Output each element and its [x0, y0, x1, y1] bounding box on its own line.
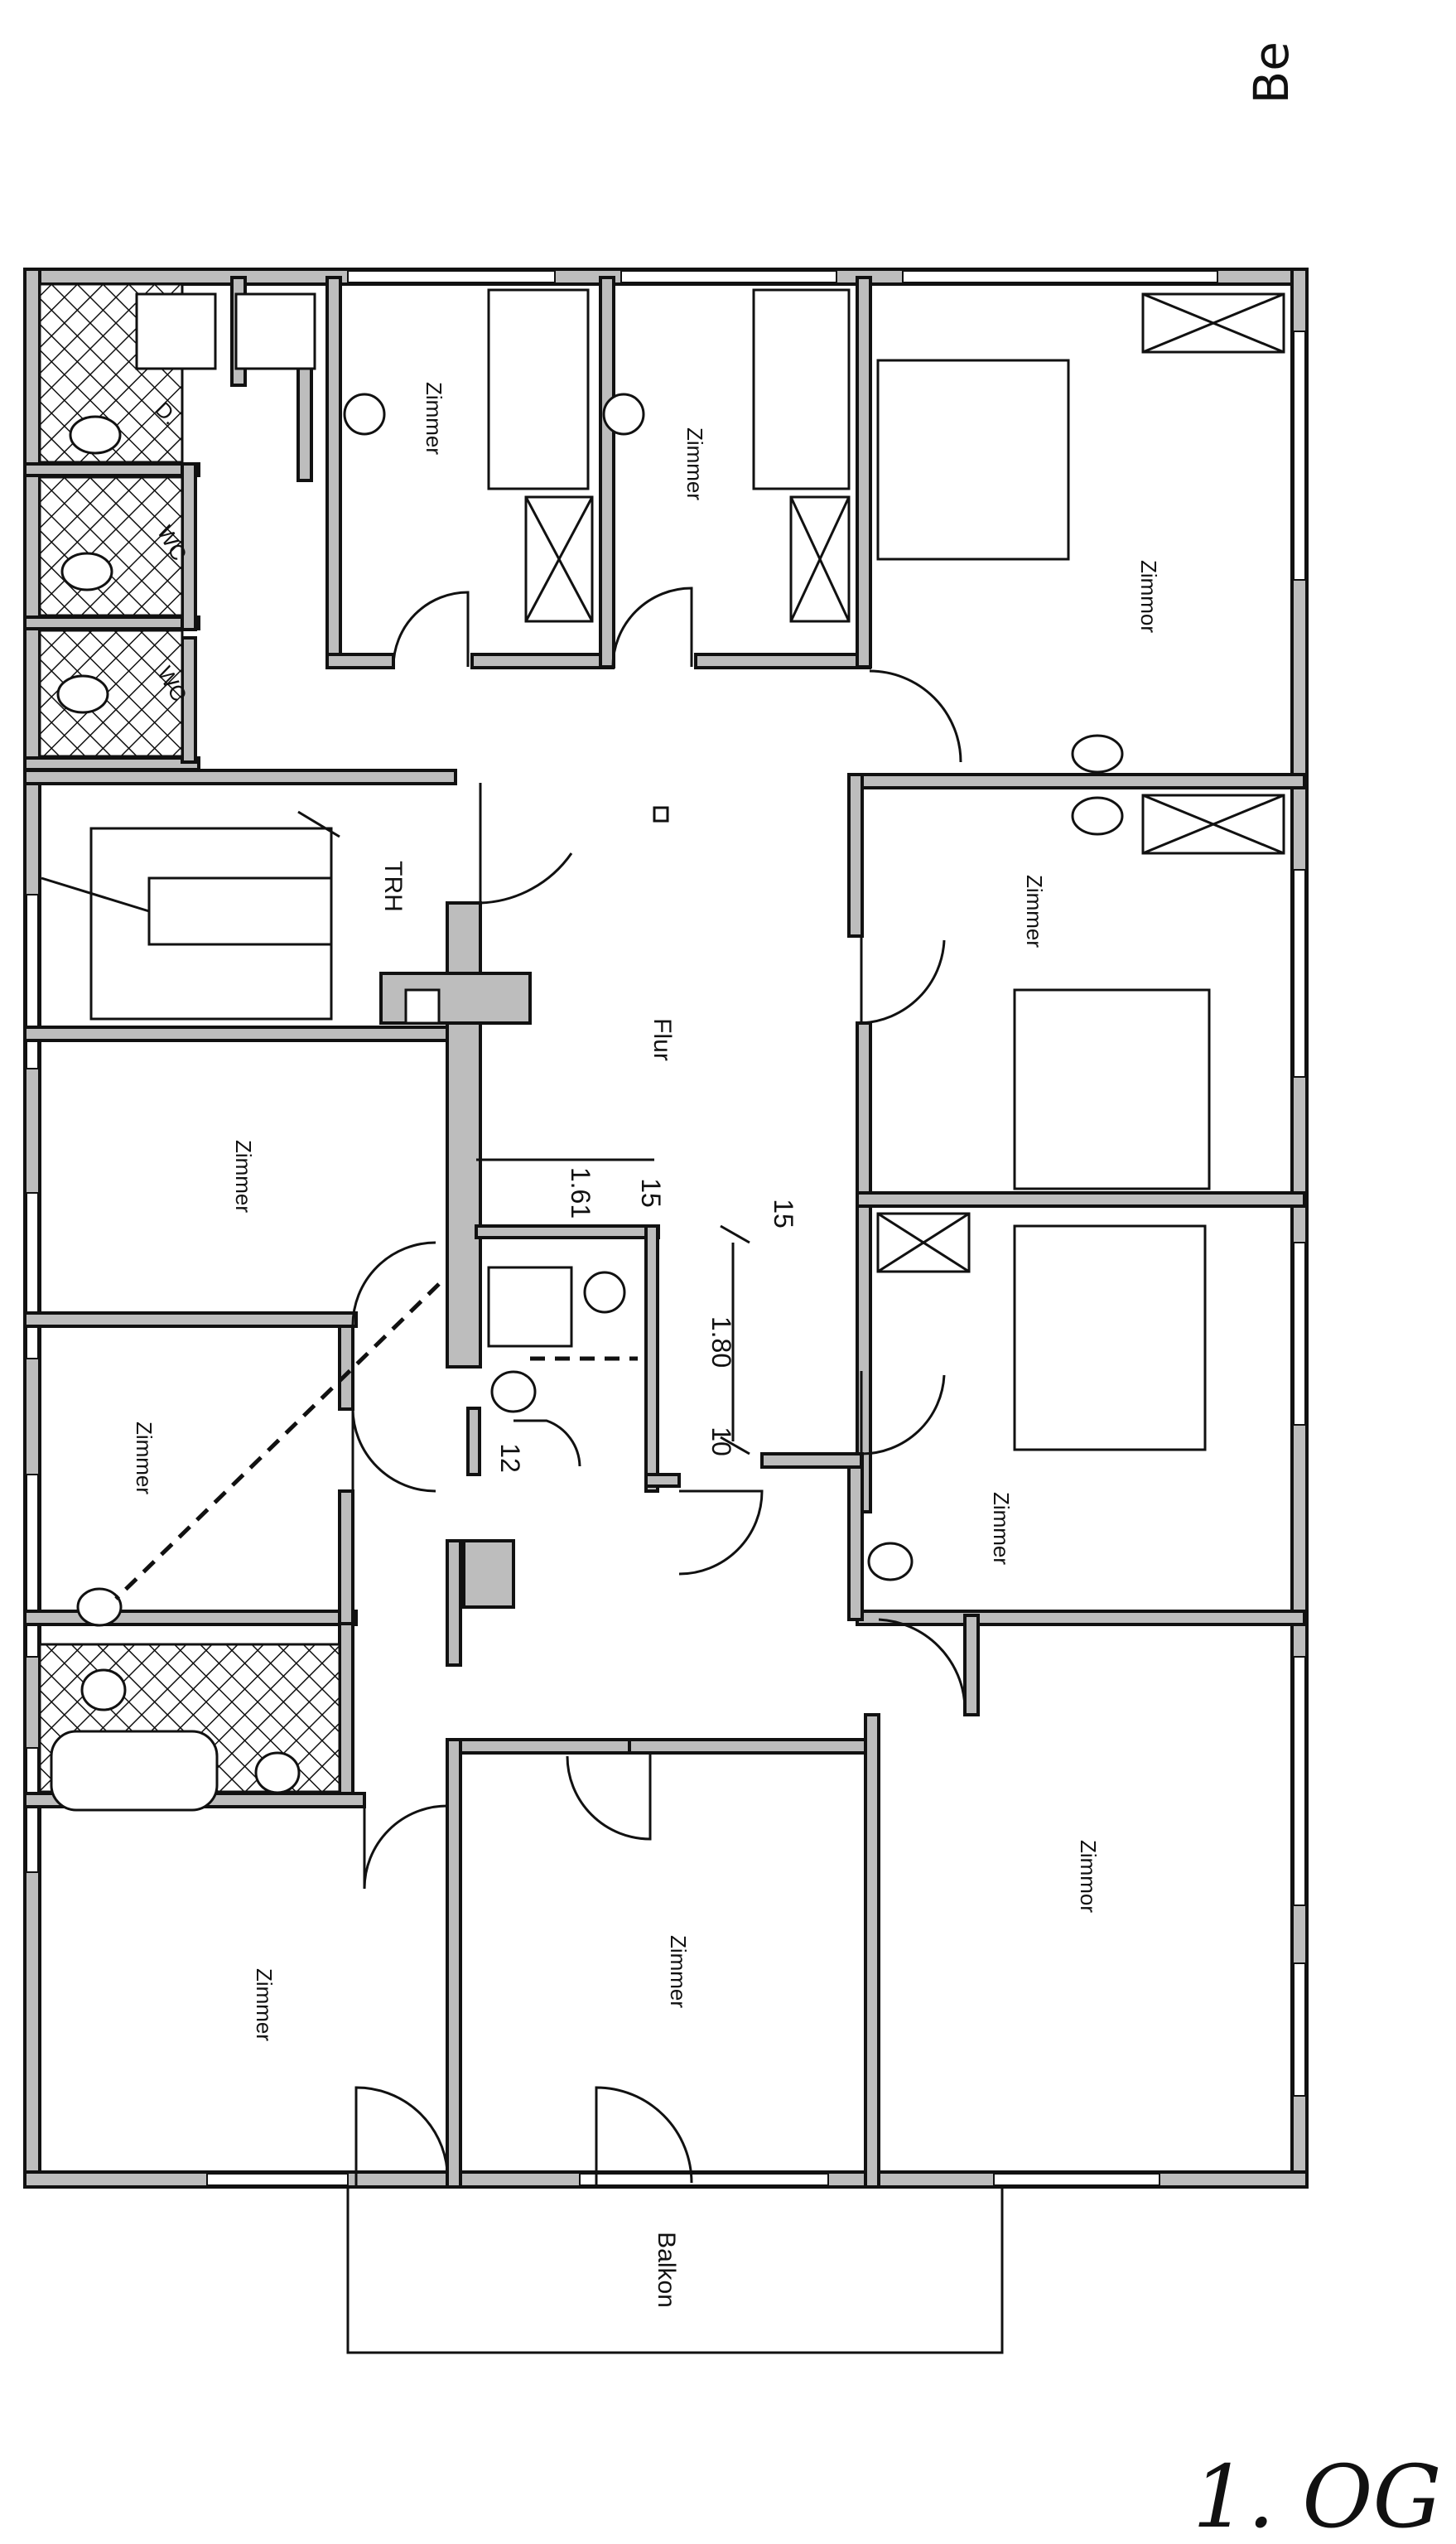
label-zimmer-mid-right-2: Zimmer [989, 1492, 1014, 1565]
label-zimmer-mid-right-1: Zimmer [1022, 875, 1047, 948]
room-labels: Zimmer Zimmer Zimmor TRH Flur Zimmer Zim… [132, 382, 1161, 2308]
dimension-d6: 12 [495, 1443, 525, 1473]
toilet-4 [583, 1271, 626, 1314]
toilet-3 [56, 674, 109, 714]
sink-3 [1071, 734, 1124, 774]
dimension-lines [476, 1158, 750, 1455]
windows [26, 270, 1306, 2186]
doors [351, 587, 967, 2187]
label-flur: Flur [648, 1018, 676, 1061]
label-zimmer-bottom-left: Zimmer [252, 1968, 277, 2041]
label-zimmer-top-2: Zimmer [682, 427, 707, 500]
sink-1 [343, 393, 386, 436]
toilet-5 [80, 1668, 127, 1711]
shower-tray-1 [135, 292, 217, 370]
fixtures [41, 288, 1285, 1812]
sink-6 [76, 1587, 123, 1627]
label-zimmer-bottom-right: Zimmor [1076, 1840, 1101, 1913]
balcony-outline [346, 2187, 1004, 2354]
dimension-d2: 15 [636, 1178, 666, 1208]
dimension-d3: 15 [769, 1199, 798, 1229]
shower-tray-3 [487, 1266, 573, 1348]
interior-walls [23, 276, 1306, 2189]
label-zimmer-top-1: Zimmer [422, 382, 446, 455]
label-zimmer-left-1: Zimmer [231, 1140, 256, 1213]
corner-text: Be [1243, 41, 1299, 104]
dimension-d5: 10 [706, 1426, 736, 1456]
label-zimmer-bottom-mid: Zimmer [666, 1935, 691, 2008]
label-zimmer-left-2: Zimmer [132, 1422, 157, 1494]
label-balkon: Balkon [653, 2232, 680, 2308]
label-zimmer-top-right: Zimmor [1136, 560, 1161, 633]
dimension-labels: 1.61 15 15 1.80 10 12 [495, 1167, 798, 1473]
floor-label: 1. OG [1193, 2446, 1442, 2544]
sink-7 [490, 1370, 537, 1413]
outer-walls [23, 268, 1309, 2189]
chimney [653, 806, 669, 823]
toilet-1 [69, 415, 122, 455]
dimension-d1: 1.61 [566, 1167, 595, 1219]
bathtub [50, 1730, 219, 1812]
dimension-d4: 1.80 [706, 1316, 736, 1368]
sink-4 [1071, 796, 1124, 836]
label-trh: TRH [379, 861, 407, 912]
dashed-line [114, 1282, 638, 1600]
shower-tray-2 [234, 292, 316, 370]
sink-2 [602, 393, 645, 436]
sink-5 [867, 1542, 914, 1581]
toilet-2 [60, 552, 113, 591]
sink-8 [254, 1751, 301, 1794]
